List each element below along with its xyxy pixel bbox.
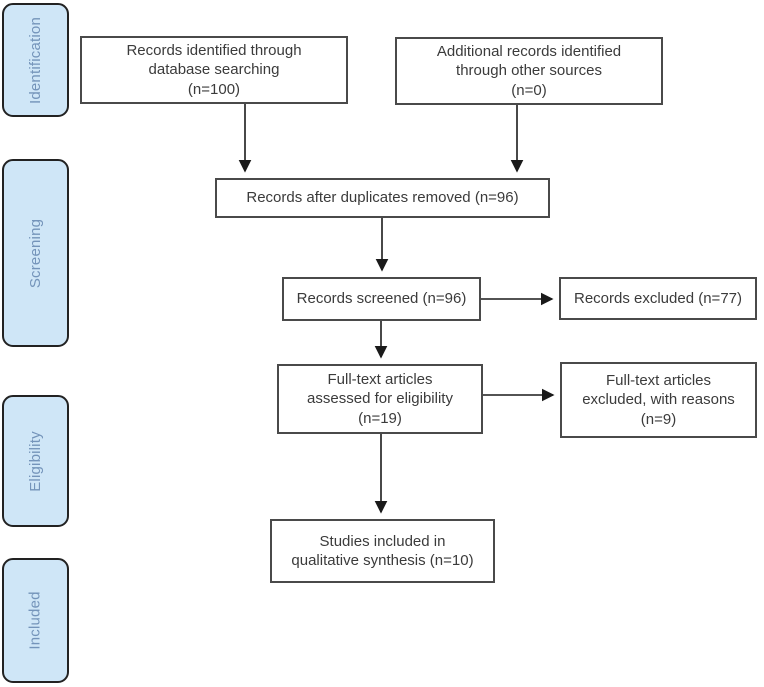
stage-screening: Screening (2, 159, 69, 347)
stage-included-label: Included (27, 591, 44, 650)
box-studies-included: Studies included in qualitative synthesi… (270, 519, 495, 583)
box-studies-included-text: Studies included in qualitative synthesi… (291, 532, 474, 570)
box-additional-records: Additional records identified through ot… (395, 37, 663, 105)
box-records-screened-text: Records screened (n=96) (296, 290, 467, 308)
stage-included: Included (2, 558, 69, 683)
stage-identification: Identification (2, 3, 69, 117)
box-fulltext-excluded-text: Full-text articles excluded, with reason… (582, 371, 735, 428)
stage-eligibility-label: Eligibility (27, 430, 44, 492)
box-records-excluded-text: Records excluded (n=77) (573, 289, 742, 307)
box-records-identified-text: Records identified through database sear… (126, 41, 302, 98)
box-additional-records-text: Additional records identified through ot… (436, 42, 622, 99)
box-fulltext-assessed: Full-text articles assessed for eligibil… (277, 364, 483, 434)
stage-eligibility: Eligibility (2, 395, 69, 527)
stage-identification-label: Identification (27, 16, 44, 104)
box-duplicates-removed: Records after duplicates removed (n=96) (215, 178, 550, 218)
box-fulltext-excluded: Full-text articles excluded, with reason… (560, 362, 757, 438)
box-records-identified: Records identified through database sear… (80, 36, 348, 104)
box-records-excluded: Records excluded (n=77) (559, 277, 757, 320)
box-fulltext-assessed-text: Full-text articles assessed for eligibil… (307, 370, 453, 427)
box-records-screened: Records screened (n=96) (282, 277, 481, 321)
stage-screening-label: Screening (27, 218, 45, 288)
box-duplicates-removed-text: Records after duplicates removed (n=96) (246, 189, 519, 207)
